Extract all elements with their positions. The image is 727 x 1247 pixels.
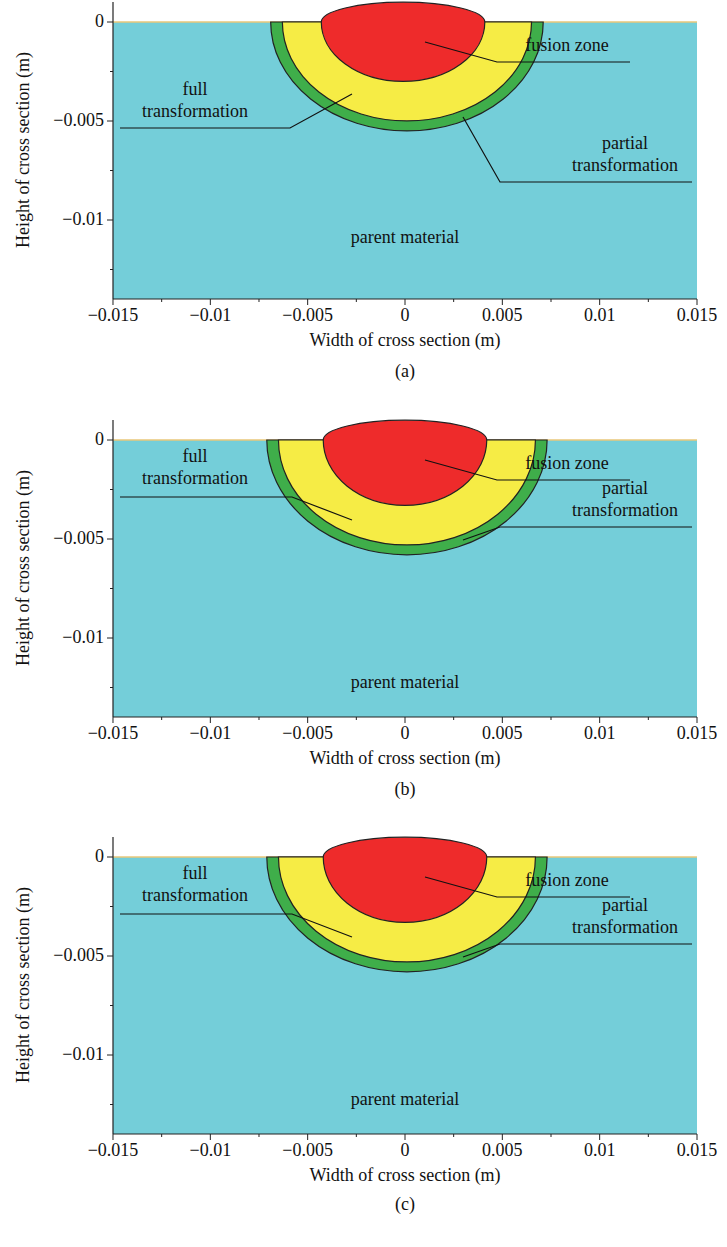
x-tick (551, 1134, 552, 1137)
y-tick (107, 220, 113, 221)
x-tick (551, 299, 552, 302)
weld-panel (107, 420, 697, 723)
x-tick (161, 717, 162, 720)
y-tick (110, 1005, 113, 1006)
y-tick (107, 121, 113, 122)
y-tick (110, 588, 113, 589)
leader-line (463, 944, 692, 957)
y-tick (110, 687, 113, 688)
x-tick (599, 299, 600, 305)
y-tick (107, 1055, 113, 1056)
x-tick (453, 1134, 454, 1137)
x-tick (502, 717, 503, 723)
x-tick (405, 717, 406, 723)
y-axis (112, 837, 113, 1134)
x-tick (356, 717, 357, 720)
y-tick (110, 71, 113, 72)
x-tick (648, 717, 649, 720)
x-tick (599, 1134, 600, 1140)
y-axis (112, 2, 113, 299)
leader-line (463, 117, 692, 182)
y-tick (107, 638, 113, 639)
y-tick (107, 539, 113, 540)
x-tick (161, 1134, 162, 1137)
y-tick (107, 857, 113, 858)
y-axis (112, 420, 113, 717)
x-tick (210, 717, 211, 723)
x-tick (405, 299, 406, 305)
x-tick (356, 299, 357, 302)
x-tick (697, 299, 698, 305)
x-tick (453, 299, 454, 302)
x-tick (258, 717, 259, 720)
x-tick (307, 299, 308, 305)
x-tick (697, 1134, 698, 1140)
x-tick (258, 1134, 259, 1137)
x-tick (356, 1134, 357, 1137)
y-tick (107, 956, 113, 957)
x-tick (258, 299, 259, 302)
x-tick (405, 1134, 406, 1140)
x-tick (210, 1134, 211, 1140)
x-tick (648, 1134, 649, 1137)
leader-line (120, 914, 352, 937)
y-tick (110, 906, 113, 907)
x-tick (112, 299, 113, 305)
y-tick (107, 22, 113, 23)
x-tick (648, 299, 649, 302)
x-tick (307, 1134, 308, 1140)
weld-panel (107, 2, 697, 305)
fusion-zone (321, 2, 485, 81)
y-tick (110, 170, 113, 171)
x-tick (599, 717, 600, 723)
x-tick (453, 717, 454, 720)
y-tick (107, 440, 113, 441)
x-tick (112, 717, 113, 723)
leader-line (120, 497, 352, 520)
x-tick (307, 717, 308, 723)
x-tick (551, 717, 552, 720)
fusion-zone (323, 420, 487, 505)
y-tick (110, 489, 113, 490)
x-tick (502, 299, 503, 305)
x-tick (112, 1134, 113, 1140)
x-tick (502, 1134, 503, 1140)
y-tick (110, 269, 113, 270)
x-tick (697, 717, 698, 723)
leader-line (463, 527, 692, 540)
fusion-zone (323, 837, 487, 922)
x-tick (210, 299, 211, 305)
y-tick (110, 1104, 113, 1105)
weld-panel (107, 837, 697, 1140)
x-tick (161, 299, 162, 302)
